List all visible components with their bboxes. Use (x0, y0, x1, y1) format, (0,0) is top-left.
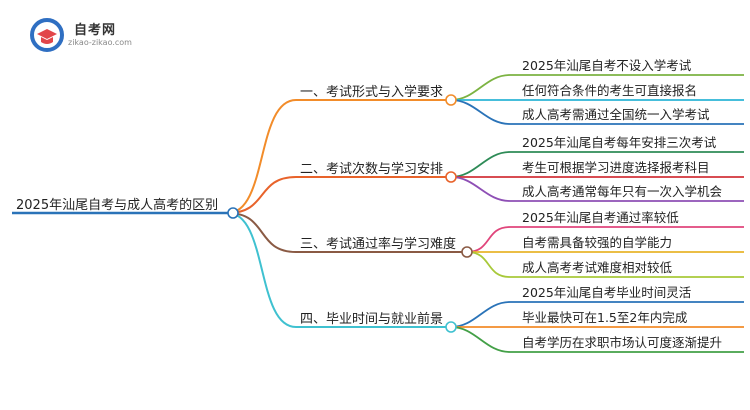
branch-connector (227, 176, 297, 214)
leaf-topic[interactable]: 成人高考需通过全国统一入学考试 (522, 107, 710, 122)
collapse-toggle-icon[interactable] (461, 246, 473, 258)
leaf-connector (466, 251, 511, 278)
leaf-topic[interactable]: 任何符合条件的考生可直接报名 (522, 83, 697, 98)
branch-connector (227, 212, 297, 253)
branch-topic[interactable]: 三、考试通过率与学习难度 (300, 236, 456, 252)
leaf-topic[interactable]: 成人高考考试难度相对较低 (522, 260, 673, 275)
leaf-connector (450, 326, 511, 353)
branch-topic[interactable]: 一、考试形式与入学要求 (300, 84, 443, 100)
branch-connector (227, 212, 297, 328)
site-logo[interactable]: 自考网 zikao-zikao.com (30, 18, 140, 52)
graduation-cap-icon (30, 18, 64, 52)
logo-domain: zikao-zikao.com (68, 38, 132, 47)
leaf-topic[interactable]: 2025年汕尾自考通过率较低 (522, 210, 679, 225)
collapse-toggle-icon[interactable] (227, 207, 239, 219)
branch-connector (227, 99, 297, 214)
collapse-toggle-icon[interactable] (445, 321, 457, 333)
leaf-topic[interactable]: 毕业最快可在1.5至2年内完成 (522, 310, 687, 325)
mind-map-links (12, 74, 744, 353)
leaf-topic[interactable]: 2025年汕尾自考毕业时间灵活 (522, 285, 691, 300)
leaf-topic[interactable]: 2025年汕尾自考每年安排三次考试 (522, 135, 717, 150)
branch-topic[interactable]: 二、考试次数与学习安排 (300, 161, 443, 177)
branch-topic[interactable]: 四、毕业时间与就业前景 (300, 311, 443, 327)
leaf-connector (450, 74, 511, 101)
collapse-toggle-icon[interactable] (445, 94, 457, 106)
collapse-toggle-icon[interactable] (445, 171, 457, 183)
root-topic[interactable]: 2025年汕尾自考与成人高考的区别 (16, 197, 218, 213)
leaf-topic[interactable]: 2025年汕尾自考不设入学考试 (522, 58, 692, 73)
leaf-connector (450, 176, 511, 202)
logo-title: 自考网 (74, 23, 117, 38)
leaf-topic[interactable]: 成人高考通常每年只有一次入学机会 (522, 184, 723, 199)
leaf-connector (466, 226, 511, 253)
leaf-connector (450, 301, 511, 328)
mind-map-nodes: 2025年汕尾自考与成人高考的区别 一、考试形式与入学要求 2025年汕尾自考不设入… (16, 58, 723, 350)
leaf-connector (450, 99, 511, 125)
leaf-topic[interactable]: 自考学历在求职市场认可度逐渐提升 (522, 335, 722, 350)
leaf-connector (450, 151, 511, 178)
leaf-topic[interactable]: 自考需具备较强的自学能力 (522, 235, 672, 250)
leaf-topic[interactable]: 考生可根据学习进度选择报考科目 (522, 160, 710, 175)
